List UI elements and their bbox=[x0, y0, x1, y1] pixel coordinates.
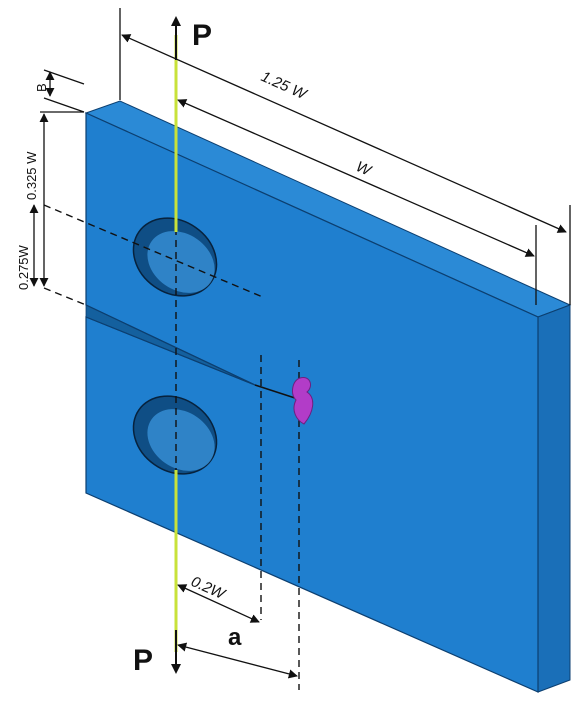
dimension-0.325w bbox=[39, 111, 84, 287]
label-0.325w: 0.325 W bbox=[24, 151, 39, 200]
label-load-top: P bbox=[192, 19, 212, 52]
dimension-w bbox=[177, 99, 537, 305]
crack-tip-marker bbox=[292, 376, 314, 425]
dimension-thickness bbox=[43, 69, 85, 113]
label-0.275w: 0.275W bbox=[16, 244, 31, 290]
specimen-side-face bbox=[537, 304, 571, 693]
label-load-bottom: P bbox=[133, 644, 153, 677]
notch-edge-bottom bbox=[85, 316, 256, 386]
label-a: a bbox=[228, 624, 242, 651]
notch-edge-top bbox=[85, 304, 256, 386]
dimension-a bbox=[177, 642, 298, 679]
fatigue-crack bbox=[254, 384, 299, 400]
label-w: W bbox=[353, 158, 375, 180]
label-thickness: B bbox=[34, 83, 49, 92]
lower-pin-hole bbox=[132, 395, 218, 475]
dimension-0.2w bbox=[177, 584, 260, 623]
